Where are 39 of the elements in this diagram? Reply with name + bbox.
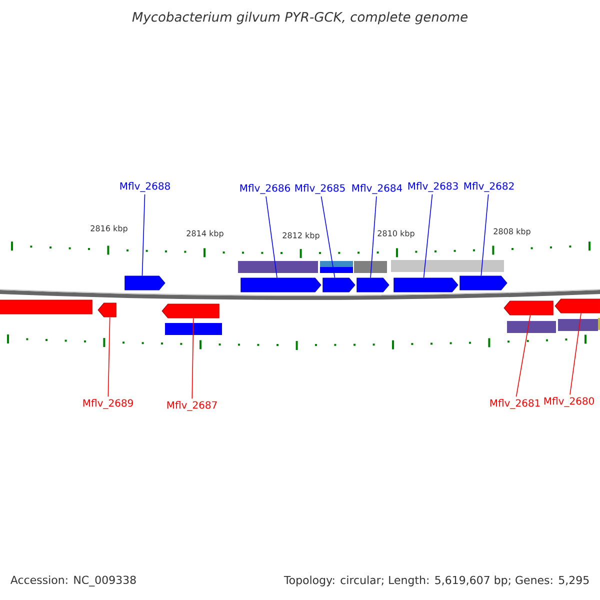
gene-feature xyxy=(124,276,166,290)
gene-feature xyxy=(504,300,554,316)
gene-feature xyxy=(0,300,92,314)
leader-line xyxy=(108,316,110,398)
leader-line xyxy=(370,196,377,278)
footer-text: Accession: NC_009338 xyxy=(10,576,136,586)
gene-feature xyxy=(162,304,220,318)
gene-label: Mflv_2689 xyxy=(83,399,133,409)
gene-label: Mflv_2683 xyxy=(408,182,458,192)
gene-label: Mflv_2688 xyxy=(120,182,170,192)
gene-label: Mflv_2686 xyxy=(240,184,290,194)
leader-line xyxy=(192,318,194,400)
gene-label: Mflv_2687 xyxy=(167,401,217,411)
leader-line xyxy=(423,194,433,278)
scale-label: 2814 kbp xyxy=(186,230,224,238)
gene-feature xyxy=(240,278,322,292)
gene-label: Mflv_2681 xyxy=(490,399,540,409)
scale-label: 2808 kbp xyxy=(494,228,530,236)
gene-feature xyxy=(98,302,116,318)
gene-label: Mflv_2685 xyxy=(295,184,345,194)
leader-line xyxy=(570,312,582,396)
gene-feature xyxy=(394,278,458,292)
leader-line xyxy=(516,314,531,398)
gene-feature xyxy=(460,276,508,290)
gene-label: Mflv_2682 xyxy=(464,182,514,192)
gene-label: Mflv_2684 xyxy=(352,184,402,194)
scale-label: 2816 kbp xyxy=(90,225,128,233)
scale-label: 2810 kbp xyxy=(378,230,414,238)
gene-feature xyxy=(356,278,390,292)
gene-feature xyxy=(322,278,356,292)
title: Mycobacterium gilvum PYR-GCK, complete genome xyxy=(132,12,468,24)
scale-label: 2812 kbp xyxy=(282,232,320,240)
footer-text: Topology: circular; Length: 5,619,607 bp; Genes: 5,295 xyxy=(284,576,589,586)
leader-line xyxy=(266,196,278,278)
gene-label: Mflv_2680 xyxy=(544,397,594,407)
leader-line xyxy=(320,196,336,278)
gene-feature xyxy=(554,298,600,314)
leader-line xyxy=(142,194,146,276)
leader-line xyxy=(480,194,489,276)
